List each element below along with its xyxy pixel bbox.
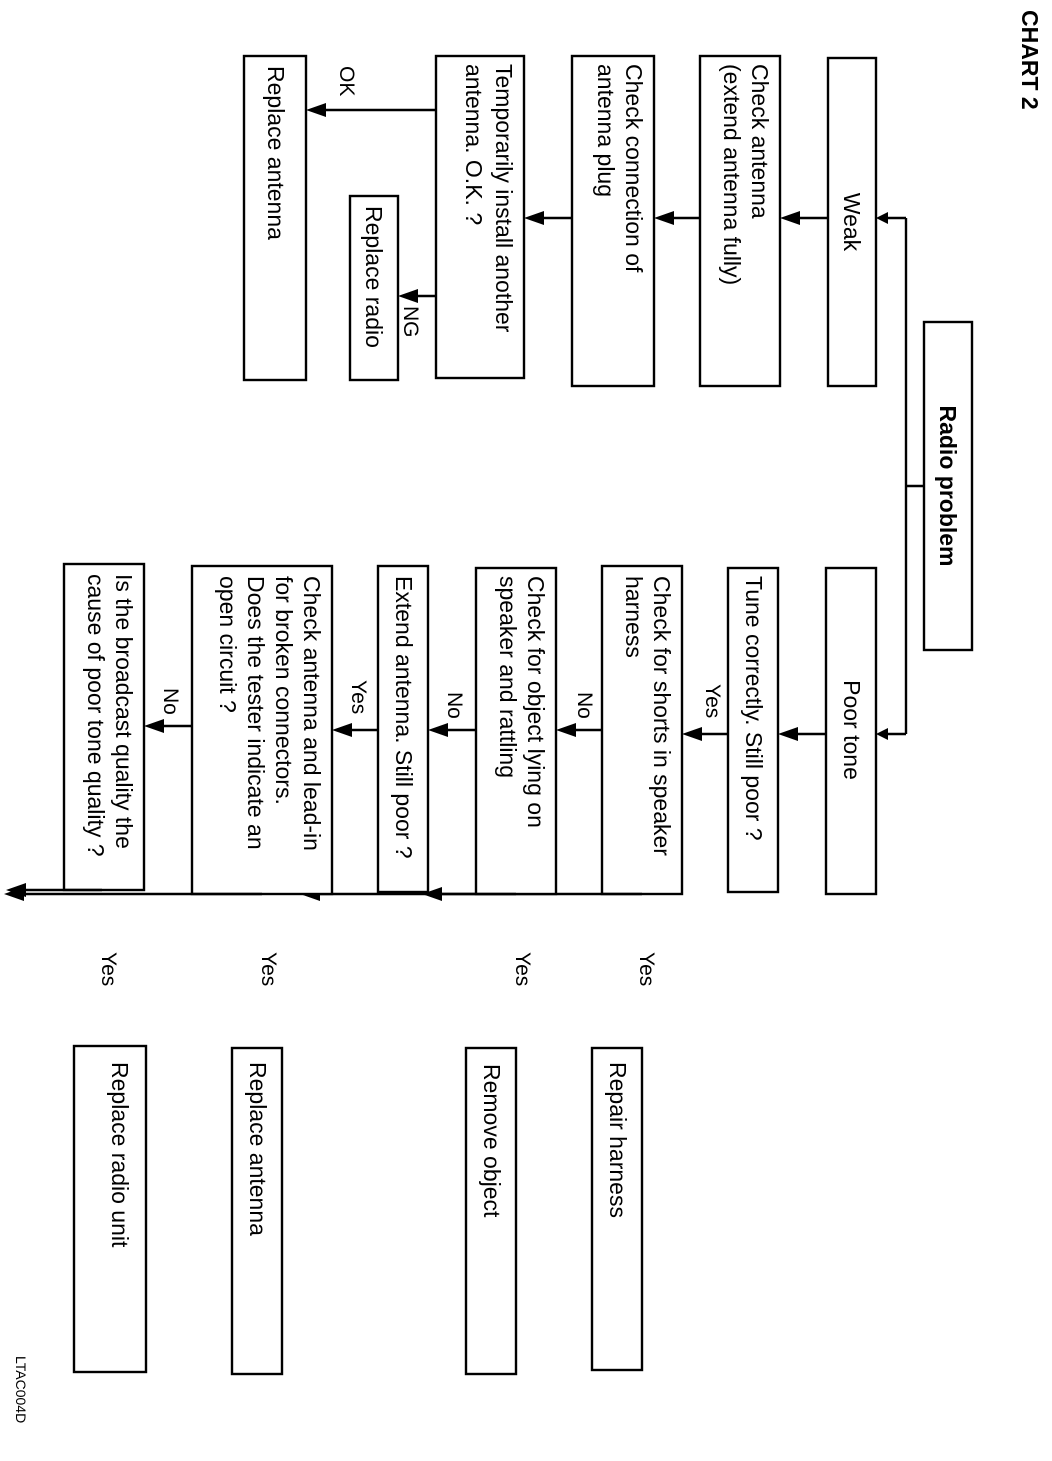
figure-code: LTAC004D xyxy=(13,1356,29,1423)
weak-header-label: Weak xyxy=(839,193,865,252)
poor-tone-header-box xyxy=(824,566,878,896)
pt-result2: Repair harness xyxy=(605,1062,631,1218)
weak-ok-arrow xyxy=(306,103,326,117)
pt-yes-label-3: Yes xyxy=(511,952,534,986)
weak-ng-arrow xyxy=(398,289,418,303)
pt-arrow-2 xyxy=(682,727,702,741)
pt-step5-line2: for broken connectors. xyxy=(271,576,297,805)
pt-step6-line2: cause of poor tone quality ? xyxy=(83,574,109,857)
pt-yes-label-4: Yes xyxy=(347,680,370,714)
pt-arrow-4 xyxy=(428,723,448,737)
weak-step2-line1: Check connection of xyxy=(621,64,647,273)
weak-ng-result: Replace radio xyxy=(361,206,387,348)
pt-yes-label-1: Yes xyxy=(701,684,724,718)
weak-ok-label: OK xyxy=(335,66,358,96)
pt-result5: Replace antenna xyxy=(245,1062,271,1236)
weak-step2-line2: antenna plug xyxy=(593,64,619,197)
weak-step2-box xyxy=(570,54,656,388)
pt-no-label-1: No xyxy=(573,692,596,719)
weak-step3-line2: antenna. O.K. ? xyxy=(461,64,487,225)
pt-step6-line1: Is the broadcast quality the xyxy=(111,574,137,849)
pt-yes-label-2: Yes xyxy=(635,952,658,986)
arrow-to-weak xyxy=(876,212,888,224)
pt-result5-box xyxy=(230,1046,284,1376)
arrow-to-poor-tone xyxy=(876,728,888,740)
pt-arrow-3 xyxy=(556,723,576,737)
pt-result3-box xyxy=(464,1046,518,1376)
weak-step3-box xyxy=(434,54,526,380)
weak-header-box xyxy=(826,56,878,388)
pt-result6-box xyxy=(72,1044,148,1374)
weak-arrow-3 xyxy=(524,211,544,225)
pt-step2-line2: harness xyxy=(621,576,647,658)
pt-step2-line1: Check for shorts in speaker xyxy=(649,576,675,856)
pt-step3-line2: speaker and rattling xyxy=(495,576,521,778)
pt-step1-line1: Tune correctly. Still poor ? xyxy=(741,576,767,841)
pt-step3-line1: Check for object lying on xyxy=(523,576,549,828)
root-connector xyxy=(884,216,924,736)
weak-step1-line2: (extend antenna fully) xyxy=(719,64,745,285)
pt-result6: Replace radio unit xyxy=(107,1062,133,1248)
pt-arrow-5 xyxy=(332,723,352,737)
pt-yes-label-5: Yes xyxy=(257,952,280,986)
pt-step1-box xyxy=(726,566,780,894)
poor-tone-header-label: Poor tone xyxy=(839,680,865,780)
weak-arrow-1 xyxy=(780,211,800,225)
weak-ok-result-box xyxy=(242,54,308,382)
pt-step5-line4: open circuit ? xyxy=(215,576,241,713)
weak-arrow-2 xyxy=(654,211,674,225)
chart-title: CHART 2 xyxy=(1017,10,1043,110)
pt-step6-box xyxy=(62,562,146,892)
pt-no-label-2: No xyxy=(443,692,466,719)
pt-step4-line1: Extend antenna. Still poor ? xyxy=(391,576,417,859)
pt-step5-line1: Check antenna and lead-in xyxy=(299,576,325,851)
pt-yes-arrow-6 xyxy=(6,883,26,897)
weak-ok-result: Replace antenna xyxy=(263,66,289,240)
pt-yes-label-6: Yes xyxy=(97,952,120,986)
weak-ng-label: NG xyxy=(399,306,422,338)
pt-result3: Remove object xyxy=(479,1064,505,1218)
weak-step3-line1: Temporarily install another xyxy=(491,64,517,333)
pt-arrow-1 xyxy=(778,727,798,741)
weak-step1-box xyxy=(698,54,782,388)
pt-arrow-6 xyxy=(144,719,164,733)
weak-step1-line1: Check antenna xyxy=(747,64,773,219)
pt-result2-box xyxy=(590,1046,644,1372)
root-label: Radio problem xyxy=(935,405,961,566)
pt-no-label-3: No xyxy=(159,688,182,715)
weak-ng-result-box xyxy=(348,194,400,382)
pt-step5-line3: Does the tester indicate an xyxy=(243,576,269,850)
